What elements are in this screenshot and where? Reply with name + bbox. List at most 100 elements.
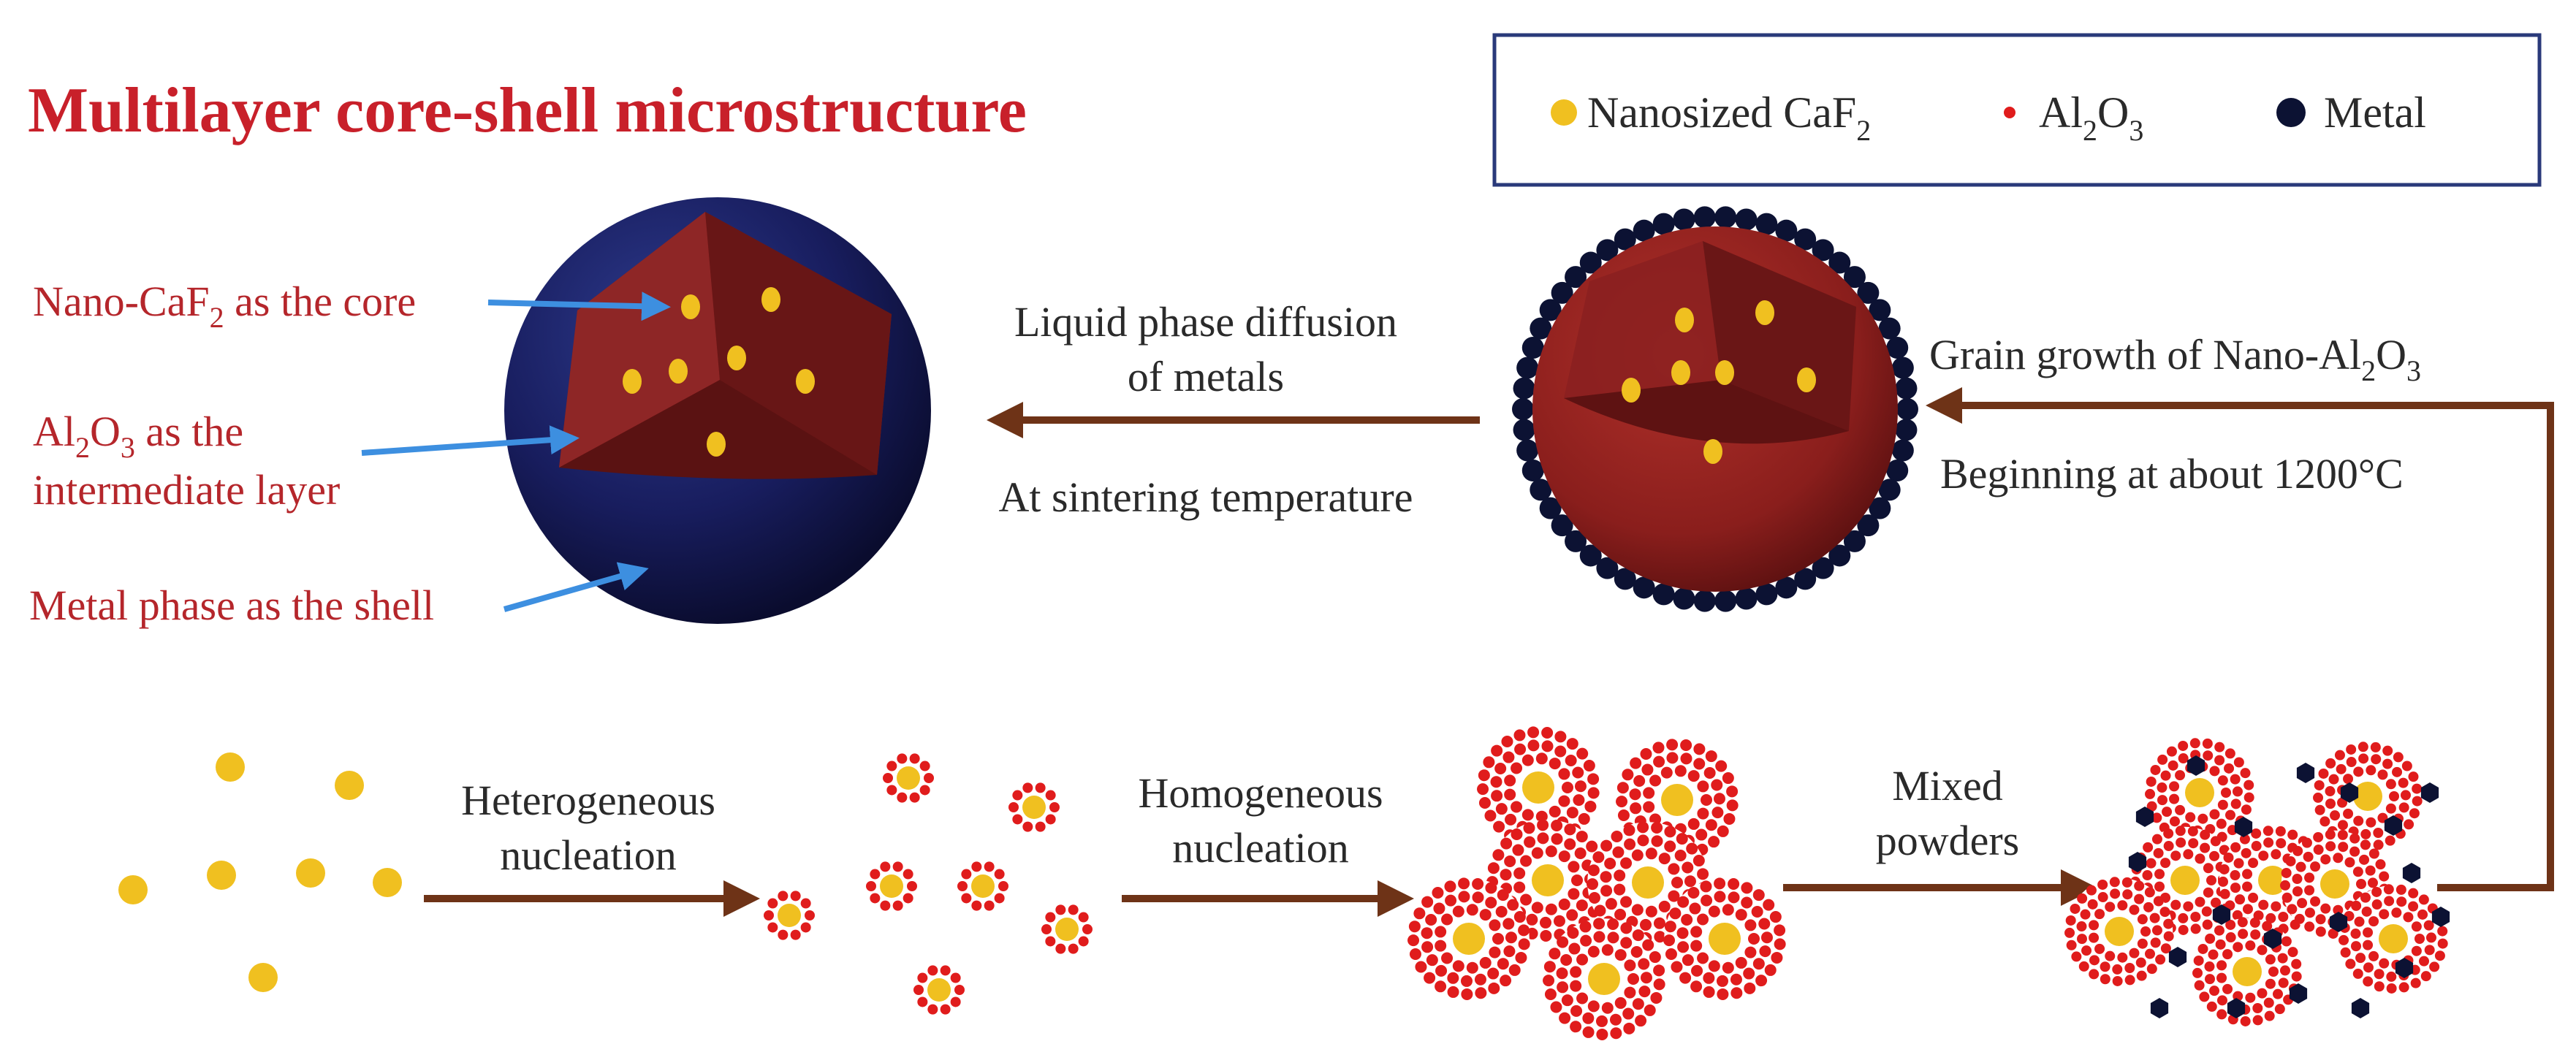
- metal-particle-icon: [1878, 479, 1901, 501]
- metal-particle-icon: [1521, 337, 1544, 359]
- metal-particle-icon: [1530, 479, 1552, 501]
- caf2-core-icon: [669, 359, 688, 384]
- metal-particle-icon: [2135, 807, 2154, 827]
- caf2-core-icon: [623, 369, 642, 394]
- intermediate-label: Al2O3 as the: [33, 408, 243, 464]
- coated-particle: [761, 887, 818, 944]
- caf2-core-icon: [761, 287, 780, 312]
- mixed-powders-step: Mixed powders: [1783, 762, 2097, 906]
- metal-particle-icon: [1673, 208, 1695, 231]
- metal-particle-icon: [1895, 419, 1918, 441]
- metal-particle-icon: [2289, 983, 2308, 1004]
- metal-particle-icon: [1565, 530, 1587, 552]
- metal-particle-icon: [2402, 863, 2421, 883]
- caf2-particle-icon: [373, 868, 402, 897]
- metal-particle-icon: [1735, 208, 1758, 231]
- metal-particle-icon: [1551, 281, 1573, 304]
- mixed-label-line2: powders: [1876, 817, 2020, 864]
- metal-particle-icon: [1755, 213, 1778, 235]
- metal-particle-icon: [1828, 251, 1851, 274]
- multilayer-sphere: [504, 197, 931, 624]
- metal-particle-icon: [1869, 299, 1891, 321]
- metal-particle-icon: [1596, 557, 1619, 579]
- metal-particle-icon: [2296, 763, 2315, 783]
- coated-particle: [954, 858, 1011, 915]
- caf2-particle-icon: [248, 963, 278, 992]
- metal-particle-icon: [2420, 782, 2439, 803]
- coated-particle: [1477, 726, 1600, 849]
- metal-particle-icon: [1812, 557, 1834, 579]
- metal-particle-icon: [1530, 317, 1552, 340]
- metal-particle-icon: [2150, 998, 2169, 1018]
- coated-particle: [1663, 877, 1786, 1000]
- metal-particle-icon: [1633, 576, 1655, 599]
- caf2-core-icon: [796, 369, 815, 394]
- caf2-core-icon: [681, 294, 700, 319]
- metal-particle-icon: [1539, 497, 1562, 519]
- metal-particle-icon: [2329, 912, 2348, 932]
- beginning-temp-label: Beginning at about 1200°C: [1940, 450, 2404, 498]
- caf2-core-icon: [1675, 308, 1694, 332]
- metal-particle-icon: [1565, 266, 1587, 289]
- caf2-core-icon: [1671, 360, 1690, 385]
- metal-particle-icon: [2128, 852, 2147, 872]
- metal-particle-icon: [1857, 281, 1880, 304]
- metal-particle-icon: [1596, 239, 1619, 262]
- metal-particle-icon: [1891, 357, 1914, 379]
- legend-item-caf2: Nanosized CaF2: [1587, 88, 1871, 147]
- homogeneous-label: Homogeneous: [1138, 769, 1383, 817]
- sphere-cutaway-right: [1703, 241, 1856, 431]
- caf2-particle-icon: [296, 858, 325, 888]
- metal-particle-icon: [1579, 251, 1602, 274]
- metal-particle-icon: [1693, 206, 1716, 229]
- metal-particle-icon: [1878, 317, 1901, 340]
- caf2-core-icon: [1715, 360, 1734, 385]
- heterogeneous-label: Heterogeneous: [461, 777, 715, 824]
- grain-growth-step: Grain growth of Nano-Al2O3 Beginning at …: [1926, 331, 2554, 891]
- metal-particle-icon: [1794, 228, 1817, 251]
- large-coated-cluster: [1407, 726, 1786, 1040]
- legend-item-metal: Metal: [2324, 88, 2426, 137]
- metal-particle-icon: [1895, 377, 1918, 400]
- homogeneous-step: Homogeneous nucleation: [1122, 769, 1414, 917]
- liquid-phase-step: Liquid phase diffusion of metals At sint…: [987, 298, 1480, 521]
- metal-particle-icon: [1652, 583, 1675, 606]
- metal-coated-sphere: [1512, 206, 1918, 612]
- metal-particle-icon: [1812, 239, 1834, 262]
- coated-particle: [1038, 901, 1095, 958]
- metal-particle-icon: [1512, 398, 1534, 420]
- grain-growth-arrow: [1926, 387, 2554, 891]
- caf2-core-icon: [1755, 300, 1774, 325]
- intermediate-pointer-arrow: [361, 425, 580, 456]
- coated-particle: [1407, 877, 1530, 1000]
- coated-particle: [911, 961, 968, 1018]
- metal-particle-icon: [1633, 219, 1655, 242]
- cutaway-face-left: [559, 212, 720, 468]
- metal-particle-icon: [1891, 439, 1914, 462]
- mixed-powder-cluster: [2064, 738, 2450, 1026]
- caf2-core-icon: [1622, 378, 1641, 403]
- figure-title: Multilayer core-shell microstructure: [28, 75, 1027, 146]
- coated-particle: [2192, 917, 2302, 1026]
- metal-particle-icon: [1714, 206, 1737, 229]
- liquid-phase-label: Liquid phase diffusion: [1014, 298, 1397, 346]
- caf2-core-icon: [727, 346, 746, 370]
- caf2-particle-icon: [216, 752, 245, 782]
- shell-pointer-arrow: [503, 562, 649, 612]
- metal-particle-icon: [1513, 419, 1535, 441]
- metal-particle-icon: [2168, 947, 2187, 967]
- legend-item-al2o3: Al2O3: [2039, 88, 2143, 147]
- liquid-phase-label-line2: of metals: [1128, 353, 1284, 400]
- metal-particle-icon: [1794, 568, 1817, 590]
- metal-particle-icon: [2395, 958, 2414, 978]
- metal-particle-icon: [1521, 459, 1544, 481]
- cutaway-face-right: [705, 212, 892, 475]
- metal-particle-icon: [2212, 904, 2231, 925]
- coated-particle: [1006, 779, 1063, 836]
- coated-particle: [2064, 877, 2174, 986]
- intermediate-label-line2: intermediate layer: [33, 466, 340, 514]
- metal-particle-icon: [1714, 590, 1737, 612]
- metal-particle-icon: [1857, 514, 1880, 537]
- small-coated-particles: [761, 750, 1095, 1018]
- core-label-group: Nano-CaF2 as the core Al2O3 as the inter…: [29, 278, 671, 629]
